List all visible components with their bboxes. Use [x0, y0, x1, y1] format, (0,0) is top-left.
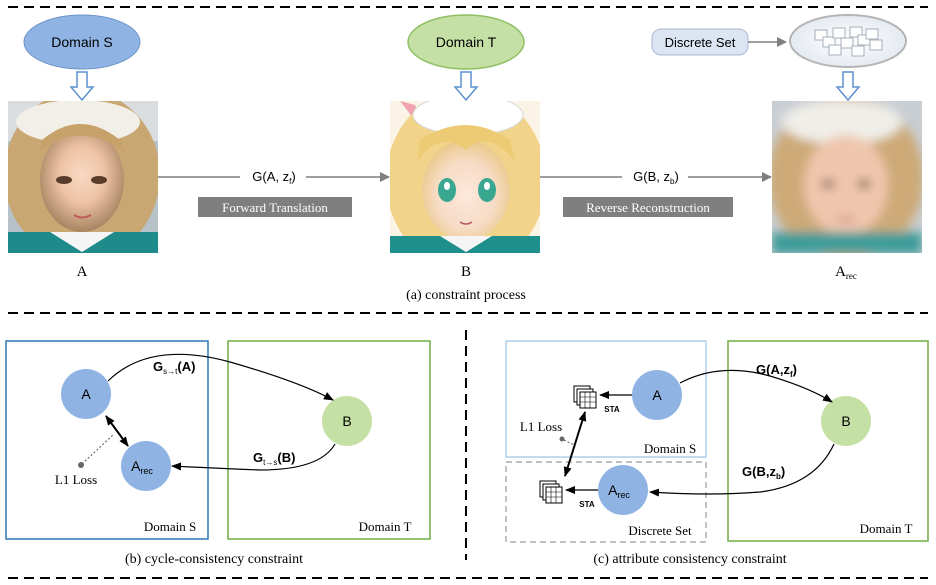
panel-b-arrow-st: [107, 353, 334, 401]
panel-b-gst-label: Gs→t(A): [153, 359, 195, 376]
discrete-set-cloud: [789, 14, 907, 68]
image-b-label: B: [461, 264, 471, 280]
panel-c-gaz-label: G(A,zf): [756, 362, 797, 379]
domain-s-label: Domain S: [51, 34, 112, 50]
panel-c-l1-double-arrow: [563, 411, 587, 477]
domain-t-label: Domain T: [436, 34, 497, 50]
panel-c-sta-bottom-label: STA: [579, 500, 595, 509]
panel-b-domain-t-label: Domain T: [359, 519, 412, 534]
panel-c-node-b-label: B: [841, 413, 850, 429]
panel-b-domain-s-label: Domain S: [144, 519, 196, 534]
panel-b-l1-double-arrow: [105, 415, 129, 447]
panel-c-l1-label: L1 Loss: [520, 419, 562, 434]
panel-c-node-b: [821, 396, 871, 446]
panel-b-node-arec: [121, 441, 171, 491]
panel-b-l1-dotted: [81, 433, 115, 465]
panel-c-arrow-b-to-arec: [649, 443, 835, 497]
panel-c-discrete-set-box: [505, 461, 707, 543]
panel-c-domain-t-box: [727, 340, 929, 542]
image-a-label: A: [77, 264, 88, 280]
panel-c-gbz-label: G(B,zb): [742, 464, 785, 481]
forward-translation-label: Forward Translation: [222, 200, 328, 215]
forward-translation-bar: [198, 197, 352, 217]
panel-c-node-a: [632, 370, 682, 420]
reverse-reconstruction-label: Reverse Reconstruction: [586, 200, 710, 215]
panel-c-domain-t-label: Domain T: [860, 521, 913, 536]
panel-b-l1-dot: [78, 462, 84, 468]
caption-b: (b) cycle-consistency constraint: [125, 552, 303, 567]
panel-c-domain-s-label: Domain S: [644, 441, 696, 456]
panel-c-domain-s-box: [505, 340, 707, 458]
panel-b-arrow-ts: [171, 443, 336, 471]
panel-c-discrete-set-label: Discrete Set: [628, 523, 692, 538]
reverse-reconstruction-bar: [563, 197, 733, 217]
panel-c-sta-grid-icon-bottom: [539, 480, 563, 504]
panel-b-l1-label: L1 Loss: [55, 472, 97, 487]
panel-c-arrow-a-to-b: [679, 369, 833, 403]
panel-c-l1-dot: [559, 436, 565, 442]
image-arec: [772, 101, 922, 253]
image-b: [390, 101, 540, 253]
panel-b-node-a-label: A: [81, 386, 91, 402]
panel-b-node-b: [322, 396, 372, 446]
down-arrow-set: [835, 71, 861, 102]
caption-a: (a) constraint process: [406, 288, 526, 303]
panel-b-node-arec-label: Arec: [131, 458, 153, 476]
panel-c-node-arec: [598, 465, 648, 515]
down-arrow-s: [69, 71, 95, 102]
panel-b-gts-label: Gt→s(B): [253, 450, 295, 467]
panel-c-node-a-label: A: [652, 387, 662, 403]
discrete-set-label: Discrete Set: [665, 35, 736, 50]
forward-formula: G(A, zf): [252, 169, 295, 186]
domain-s-ellipse: [23, 14, 141, 70]
reverse-formula: G(B, zb): [633, 169, 679, 186]
panel-c-sta-grid-icon-top: [573, 385, 597, 409]
image-a: [8, 101, 158, 253]
panel-b-domain-s-box: [5, 340, 209, 540]
image-arec-label: Arec: [835, 264, 857, 281]
panel-c-node-arec-label: Arec: [608, 482, 630, 500]
panel-b-node-b-label: B: [342, 413, 351, 429]
caption-c: (c) attribute consistency constraint: [593, 552, 786, 567]
down-arrow-t: [453, 71, 479, 102]
panel-b-node-a: [61, 369, 111, 419]
panel-c-sta-top-label: STA: [604, 405, 620, 414]
panel-b-domain-t-box: [227, 340, 431, 540]
domain-t-ellipse: [407, 14, 525, 70]
